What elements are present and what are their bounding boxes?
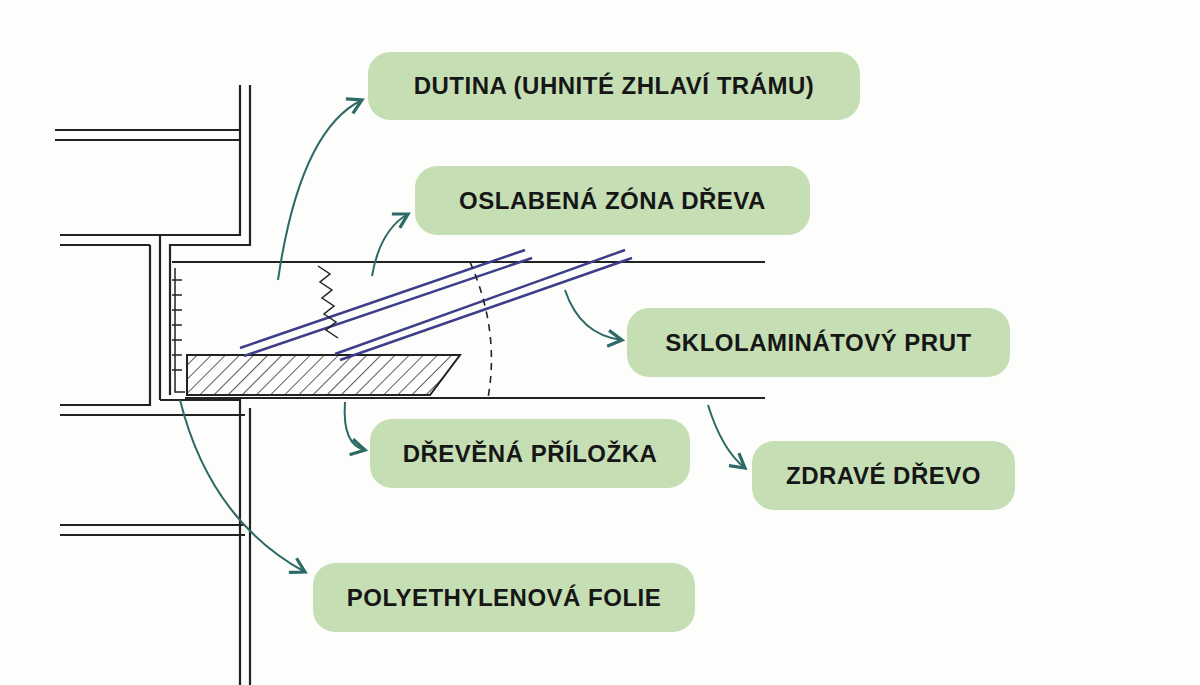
label-box: OSLABENÁ ZÓNA DŘEVA (415, 166, 810, 235)
label-text: DŘEVĚNÁ PŘÍLOŽKA (403, 440, 658, 468)
label-box: DŘEVĚNÁ PŘÍLOŽKA (370, 419, 690, 488)
label-text: SKLOLAMINÁTOVÝ PRUT (665, 329, 971, 357)
weakened-zone (318, 266, 338, 338)
label-box: SKLOLAMINÁTOVÝ PRUT (627, 308, 1010, 377)
label-box: DUTINA (UHNITÉ ZHLAVÍ TRÁMU) (368, 52, 860, 120)
label-text: DUTINA (UHNITÉ ZHLAVÍ TRÁMU) (414, 72, 815, 100)
label-text: POLYETHYLENOVÁ FOLIE (347, 584, 662, 612)
label-text: ZDRAVÉ DŘEVO (786, 462, 981, 490)
label-text: OSLABENÁ ZÓNA DŘEVA (459, 187, 766, 215)
label-box: POLYETHYLENOVÁ FOLIE (313, 563, 695, 632)
wooden-splice (187, 355, 460, 395)
label-box: ZDRAVÉ DŘEVO (752, 441, 1015, 510)
polyethylene-foil (172, 268, 185, 392)
fiberglass-rods (240, 250, 632, 360)
decay-boundary (470, 262, 491, 398)
